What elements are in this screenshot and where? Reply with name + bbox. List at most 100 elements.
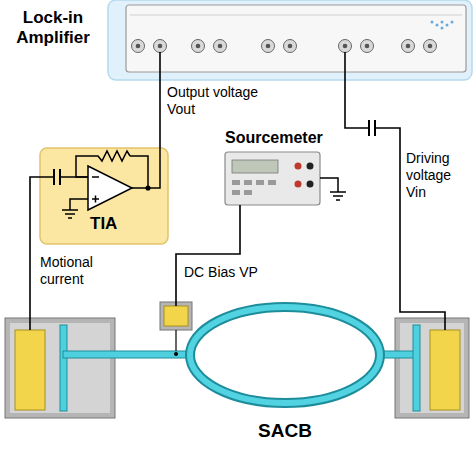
dc-bias-pad <box>160 302 192 330</box>
op-amp-symbol <box>76 156 95 177</box>
node-heading: Sourcemeter <box>225 128 337 147</box>
op-amp-symbol <box>95 196 97 203</box>
logo-dots <box>441 21 444 24</box>
bnc-connectors <box>339 40 352 53</box>
op-amp-symbol <box>132 148 160 188</box>
bnc-connectors <box>402 40 415 53</box>
bnc-pins <box>343 44 348 49</box>
sacb-anchor-left <box>60 325 67 411</box>
ground-symbol <box>330 191 346 193</box>
logo-dots <box>451 21 454 24</box>
sourcemeter-device <box>256 180 264 185</box>
op-amp-symbol <box>88 166 132 210</box>
op-amp-symbol <box>40 148 160 218</box>
bnc-pins <box>406 44 411 49</box>
ground-symbol <box>333 195 343 197</box>
ground-symbol <box>320 178 338 192</box>
sourcemeter-device <box>244 190 252 195</box>
bnc-connectors <box>262 40 275 53</box>
sourcemeter-device <box>307 181 314 188</box>
tia-panel <box>40 148 168 244</box>
bnc-connectors <box>154 40 167 53</box>
device-wiring <box>175 300 177 306</box>
op-amp-symbol <box>130 156 148 188</box>
node-heading: SACB <box>235 420 335 443</box>
ring-resonator <box>190 307 380 403</box>
signal-label: DC Bias VP <box>184 264 280 281</box>
dc-bias-pad <box>164 306 188 326</box>
signal-wire <box>159 80 161 148</box>
sacb-anchor-right <box>413 325 420 411</box>
bnc-connectors <box>132 40 145 53</box>
op-amp-symbol <box>59 169 61 185</box>
sacb-anchor-left <box>10 323 110 413</box>
sacb-anchor-left <box>15 330 45 410</box>
lock-in-amplifier: Lock-in Amplifier <box>108 0 472 80</box>
device-wiring <box>400 300 445 330</box>
sacb-anchor-right <box>395 318 469 418</box>
lock-in-panel <box>108 0 472 80</box>
bnc-pins <box>218 44 223 49</box>
sacb-device: SACB <box>0 300 474 469</box>
signal-wire <box>345 80 400 300</box>
sourcemeter-device <box>295 163 302 170</box>
bnc-connectors <box>214 40 227 53</box>
coupling-capacitor <box>374 120 376 136</box>
sourcemeter-device <box>232 160 278 173</box>
sacb-anchor-left <box>5 318 115 418</box>
bnc-pins <box>158 44 163 49</box>
device-wiring <box>30 300 445 356</box>
bnc-pins <box>365 44 370 49</box>
op-amp-symbol <box>60 176 88 178</box>
sourcemeter-device <box>268 180 276 185</box>
ring-resonator <box>190 307 380 403</box>
bnc-pins <box>266 44 271 49</box>
signal-label: Output voltage Vout <box>167 84 261 118</box>
sacb-anchor-left <box>63 351 193 358</box>
sacb-anchor-right <box>377 318 469 418</box>
op-amp-symbol <box>146 186 150 190</box>
logo-dots <box>431 21 454 30</box>
signal-wire <box>30 177 40 300</box>
device-wiring <box>175 330 176 351</box>
op-amp-symbol <box>40 176 54 178</box>
sourcemeter-device <box>295 181 302 188</box>
sourcemeter: Sourcemeter <box>225 152 320 205</box>
sacb-anchor-right <box>400 323 464 413</box>
instrument-leads <box>344 52 346 80</box>
tia-panel <box>40 148 168 244</box>
sourcemeter-device <box>225 152 320 205</box>
bnc-pins <box>136 44 141 49</box>
logo-dots <box>436 24 439 27</box>
dc-bias-pad <box>160 302 192 330</box>
logo-dots <box>441 27 444 30</box>
bnc-pins <box>288 44 293 49</box>
node-heading: Lock-in Amplifier <box>4 8 102 49</box>
op-amp-symbol <box>92 176 99 178</box>
instrument-leads <box>160 52 345 80</box>
bnc-connectors <box>361 40 374 53</box>
op-amp-symbol <box>65 213 75 215</box>
sourcemeter-device <box>244 180 252 185</box>
coupling-capacitor <box>368 120 370 136</box>
bnc-connectors <box>424 40 437 53</box>
sourcemeter-device <box>307 163 314 170</box>
op-amp-symbol <box>62 209 78 211</box>
signal-label: Driving voltage Vin <box>406 150 470 200</box>
logo-dots <box>446 24 449 27</box>
op-amp-symbol <box>68 217 72 219</box>
coupling-capacitor <box>369 120 375 136</box>
lock-in-panel <box>130 15 462 16</box>
sourcemeter-device <box>232 180 240 185</box>
bnc-connectors <box>192 40 205 53</box>
op-amp-symbol <box>53 169 55 185</box>
instrument-leads <box>159 52 161 80</box>
signal-label: Motional current <box>40 254 112 288</box>
node-heading: TIA <box>90 214 150 234</box>
sacb-anchor-right <box>430 330 460 410</box>
device-wiring <box>174 352 178 356</box>
sourcemeter-device <box>225 152 320 205</box>
